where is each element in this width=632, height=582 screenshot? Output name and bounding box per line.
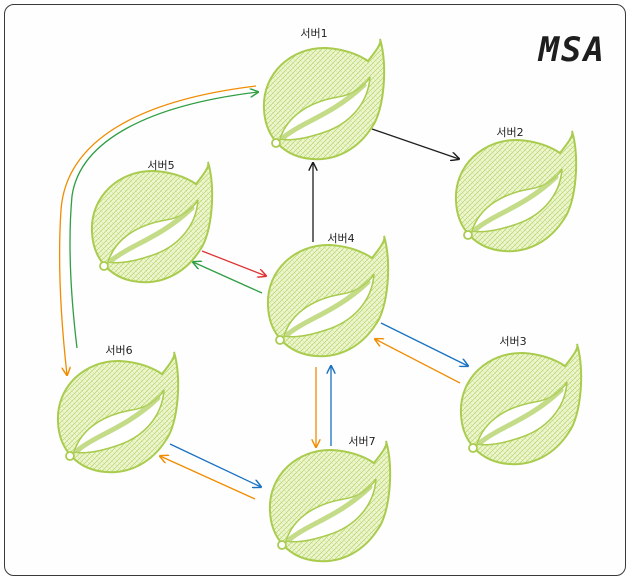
- spring-leaf-icon: [56, 351, 180, 474]
- edge-server6-server7: [169, 443, 261, 487]
- nodes-layer: [56, 38, 583, 563]
- node-label-server4: 서버4: [327, 232, 355, 245]
- node-label-server2: 서버2: [496, 126, 524, 139]
- edge-server5-server4: [201, 250, 266, 276]
- edge-server6-server1: [69, 92, 258, 349]
- node-server6: [56, 351, 180, 474]
- node-label-server3: 서버3: [499, 335, 527, 348]
- node-server5: [90, 161, 214, 284]
- node-label-server5: 서버5: [147, 159, 175, 172]
- spring-leaf-icon: [454, 130, 578, 253]
- edge-server1-server6: [58, 85, 257, 375]
- edge-server4-server5: [193, 262, 263, 294]
- diagram-title: MSA: [538, 30, 606, 70]
- edges-layer: [58, 85, 468, 500]
- edge-server4-server3: [380, 322, 468, 366]
- node-label-server6: 서버6: [105, 344, 133, 357]
- spring-leaf-icon: [459, 343, 583, 466]
- node-server3: [459, 343, 583, 466]
- edge-server3-server4: [375, 339, 461, 384]
- node-server1: [262, 38, 386, 161]
- node-server7: [268, 440, 392, 563]
- node-label-server7: 서버7: [348, 435, 376, 448]
- spring-leaf-icon: [268, 440, 392, 563]
- spring-leaf-icon: [90, 161, 214, 284]
- node-label-server1: 서버1: [300, 27, 328, 40]
- spring-leaf-icon: [266, 235, 390, 358]
- node-server2: [454, 130, 578, 253]
- edge-server7-server6: [160, 456, 256, 500]
- spring-leaf-icon: [262, 38, 386, 161]
- edge-server1-server2: [371, 128, 459, 159]
- node-server4: [266, 235, 390, 358]
